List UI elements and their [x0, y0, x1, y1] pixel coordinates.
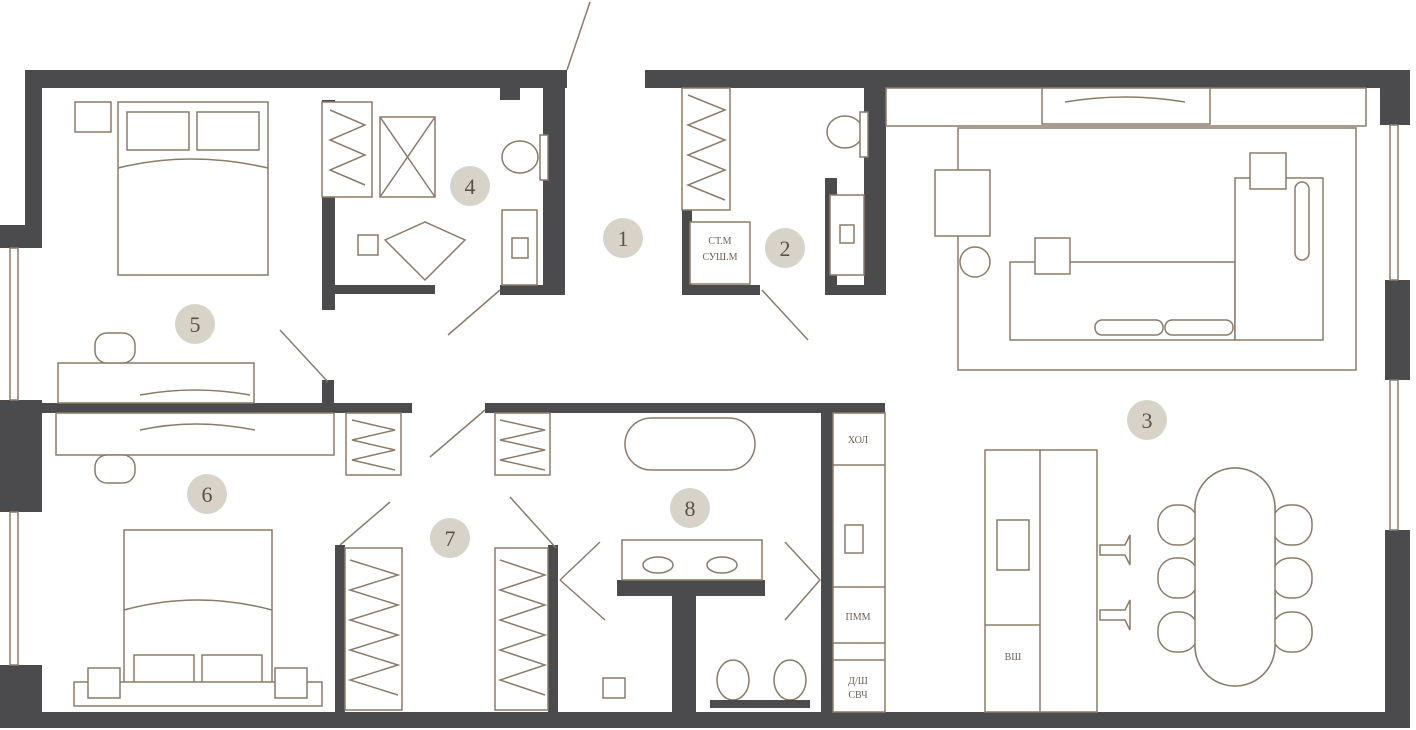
room-4-label: 4: [465, 174, 476, 199]
room-3-label: 3: [1142, 408, 1153, 433]
fridge-label: ХОЛ: [848, 435, 868, 446]
kitchen-island: [984, 449, 1098, 713]
room-1-label: 1: [618, 226, 629, 251]
wine-cabinet-label: ВШ: [1005, 652, 1022, 663]
washer-label: СТ.М: [708, 236, 731, 247]
toilet: [826, 115, 864, 149]
wardrobe: [344, 547, 403, 711]
room-5-label: 5: [190, 312, 201, 337]
room-8-label: 8: [685, 496, 696, 521]
cooktop: [996, 519, 1030, 571]
toilet: [501, 140, 539, 174]
dishwasher-label: ПММ: [845, 612, 870, 623]
oven-label: Д/Ш: [848, 676, 868, 687]
walls: [0, 70, 1410, 728]
furniture: СТ.М СУШ.М: [55, 87, 1367, 713]
windows: [9, 1, 1399, 666]
wardrobe: [321, 101, 373, 198]
wardrobe: [494, 547, 549, 711]
desk: [55, 412, 335, 456]
washer-dryer: [689, 221, 751, 285]
nightstand: [74, 101, 112, 133]
desk: [57, 362, 255, 404]
bathtub: [624, 417, 756, 471]
kitchen-column: [832, 412, 886, 713]
room-numbers: 1 2 3 4 5 6 7 8: [175, 166, 1167, 558]
bidet: [773, 659, 807, 701]
tv-console: [1041, 87, 1211, 125]
toilet: [716, 659, 750, 701]
room-7-label: 7: [445, 526, 456, 551]
sink: [501, 209, 538, 286]
room-6-label: 6: [202, 482, 213, 507]
wardrobe: [681, 87, 731, 211]
armchair: [934, 169, 991, 237]
double-sink: [621, 539, 763, 581]
microwave-label: СВЧ: [848, 690, 868, 701]
room-2-label: 2: [780, 236, 791, 261]
dryer-label: СУШ.М: [702, 252, 737, 263]
